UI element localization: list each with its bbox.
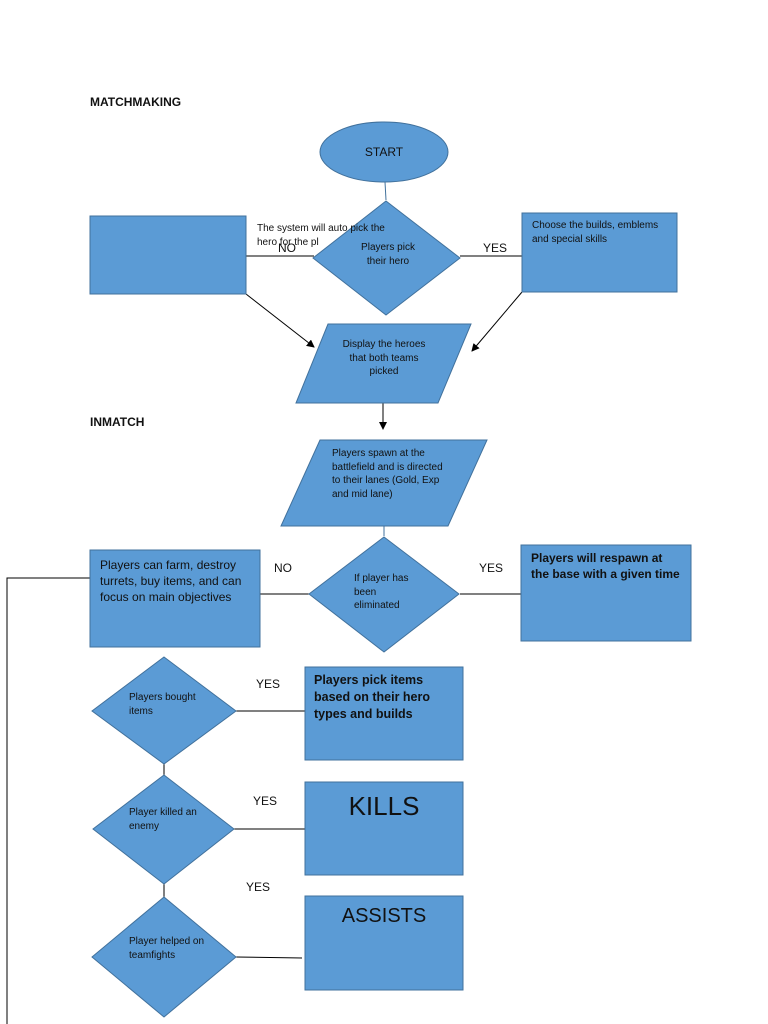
respawn-label: Players will respawn at the base with a … [531,551,680,582]
start-terminal [319,121,449,183]
assists-process [304,895,464,991]
eliminated-label: If player has been eliminated [354,573,409,611]
connector-farm-loop [6,577,90,1024]
pick-hero-decision [312,200,461,316]
autopick-label: The system will auto pick the hero for t… [257,223,385,248]
matchmaking-heading: MATCHMAKING [90,95,182,109]
pick-items-process [304,666,464,761]
killed-enemy-label: Player killed an enemy [129,807,197,832]
edge-label-yes-bought: YES [256,677,281,691]
display-heroes-io [295,323,472,404]
helped-label: Player helped on teamfights [129,936,205,961]
edge-label-no-eliminated: NO [274,561,292,575]
farm-process [89,549,261,648]
arrow-builds-to-display [471,291,523,352]
edge-label-yes-pick: YES [483,241,508,255]
farm-label: Players can farm, destroy turrets, buy i… [100,558,242,605]
killed-enemy-decision [92,774,235,885]
kills-label: KILLS [348,791,420,821]
spawn-io [280,439,488,527]
bought-items-decision [91,656,237,765]
pick-hero-label: Players pick their hero [361,242,415,267]
connector-start-to-pick [384,181,387,201]
spawn-label: Players spawn at the battlefield and is … [332,448,443,500]
connector-helped-to-assists [235,956,303,959]
helped-decision [91,896,237,1018]
eliminated-decision [308,536,460,653]
edge-label-yes-killed: YES [253,794,278,808]
display-heroes-label: Display the heroes that both teams picke… [342,339,426,377]
inmatch-heading: INMATCH [90,415,145,429]
assists-label: ASSISTS [341,905,427,927]
arrow-autopick-to-display [245,293,315,348]
edge-label-no-pick: NO [278,241,296,255]
edge-label-yes-eliminated: YES [479,561,504,575]
start-label: START [364,145,404,159]
bought-items-label: Players bought items [129,692,196,717]
pick-items-label: Players pick items based on their hero t… [314,673,430,721]
kills-process [304,781,464,876]
autopick-process [89,215,247,295]
respawn-process [520,544,692,642]
edge-label-yes-helped: YES [246,880,271,894]
builds-process [521,212,678,293]
builds-label: Choose the builds, emblems and special s… [532,220,659,245]
